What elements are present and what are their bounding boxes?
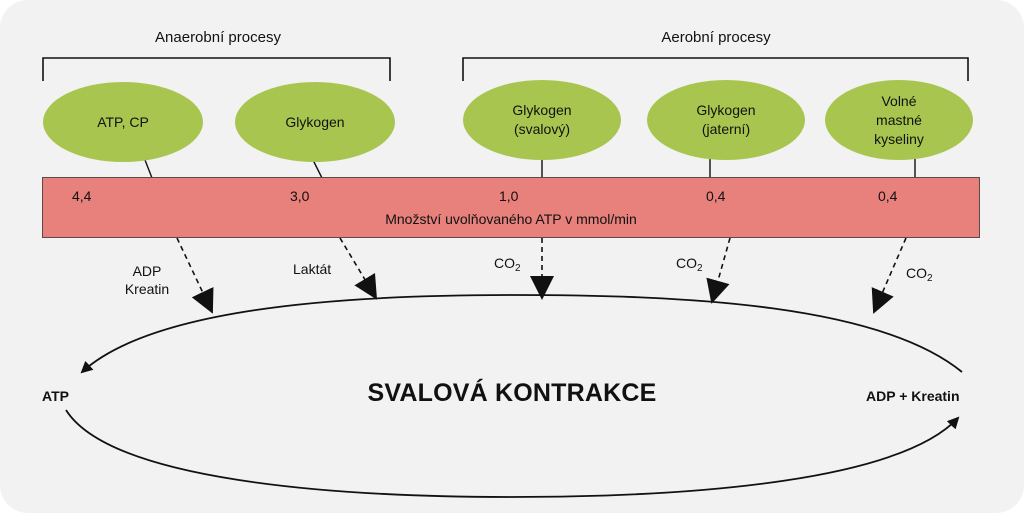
energy-source-atp-cp: ATP, CP <box>43 82 203 162</box>
atp-value: 4,4 <box>72 188 92 204</box>
byproduct-kreatin-label: Kreatin <box>124 281 170 297</box>
muscle-contraction-title: SVALOVÁ KONTRAKCE <box>367 379 657 407</box>
cycle-adp-kreatin-label: ADP + Kreatin <box>866 388 960 404</box>
anaerobic-group-label: Anaerobní procesy <box>155 29 281 46</box>
atp-value: 3,0 <box>290 188 310 204</box>
atp-bar-caption: Množství uvolňovaného ATP v mmol/min <box>385 211 637 227</box>
cycle-bottom-arc <box>65 409 960 498</box>
output-arrow <box>871 237 907 314</box>
atp-release-bar <box>42 177 980 238</box>
atp-value: 0,4 <box>878 188 898 204</box>
source-label: ATP, CP <box>97 113 149 130</box>
cycle-atp-label: ATP <box>42 388 69 404</box>
connector-line <box>312 159 323 179</box>
aerobic-group-label: Aerobní procesy <box>661 29 771 46</box>
byproduct-co2-label: CO2 <box>906 265 933 284</box>
energy-source-muscle-glycogen: Glykogen (svalový) <box>463 80 621 160</box>
output-arrow <box>706 237 731 304</box>
energy-source-fatty-acids: Volné mastné kyseliny <box>825 80 973 160</box>
output-arrow <box>176 237 214 314</box>
anaerobic-bracket <box>42 57 391 81</box>
source-label: Glykogen (svalový) <box>512 102 572 137</box>
source-label: Glykogen <box>285 113 345 130</box>
atp-value: 0,4 <box>706 188 726 204</box>
cycle-top-arc <box>80 294 963 374</box>
byproduct-adp-label: ADP <box>132 263 162 279</box>
atp-value: 1,0 <box>499 188 519 204</box>
energy-source-liver-glycogen: Glykogen (jaterní) <box>647 80 805 160</box>
connector-line <box>144 159 153 179</box>
byproduct-laktat-label: Laktát <box>293 261 332 277</box>
energy-source-glycogen: Glykogen <box>235 82 395 162</box>
byproduct-co2-label: CO2 <box>494 255 521 274</box>
byproduct-co2-label: CO2 <box>676 255 703 274</box>
source-label: Glykogen (jaterní) <box>696 102 756 137</box>
aerobic-bracket <box>462 57 969 81</box>
source-label: Volné mastné kyseliny <box>874 92 924 147</box>
output-arrow <box>339 237 378 300</box>
